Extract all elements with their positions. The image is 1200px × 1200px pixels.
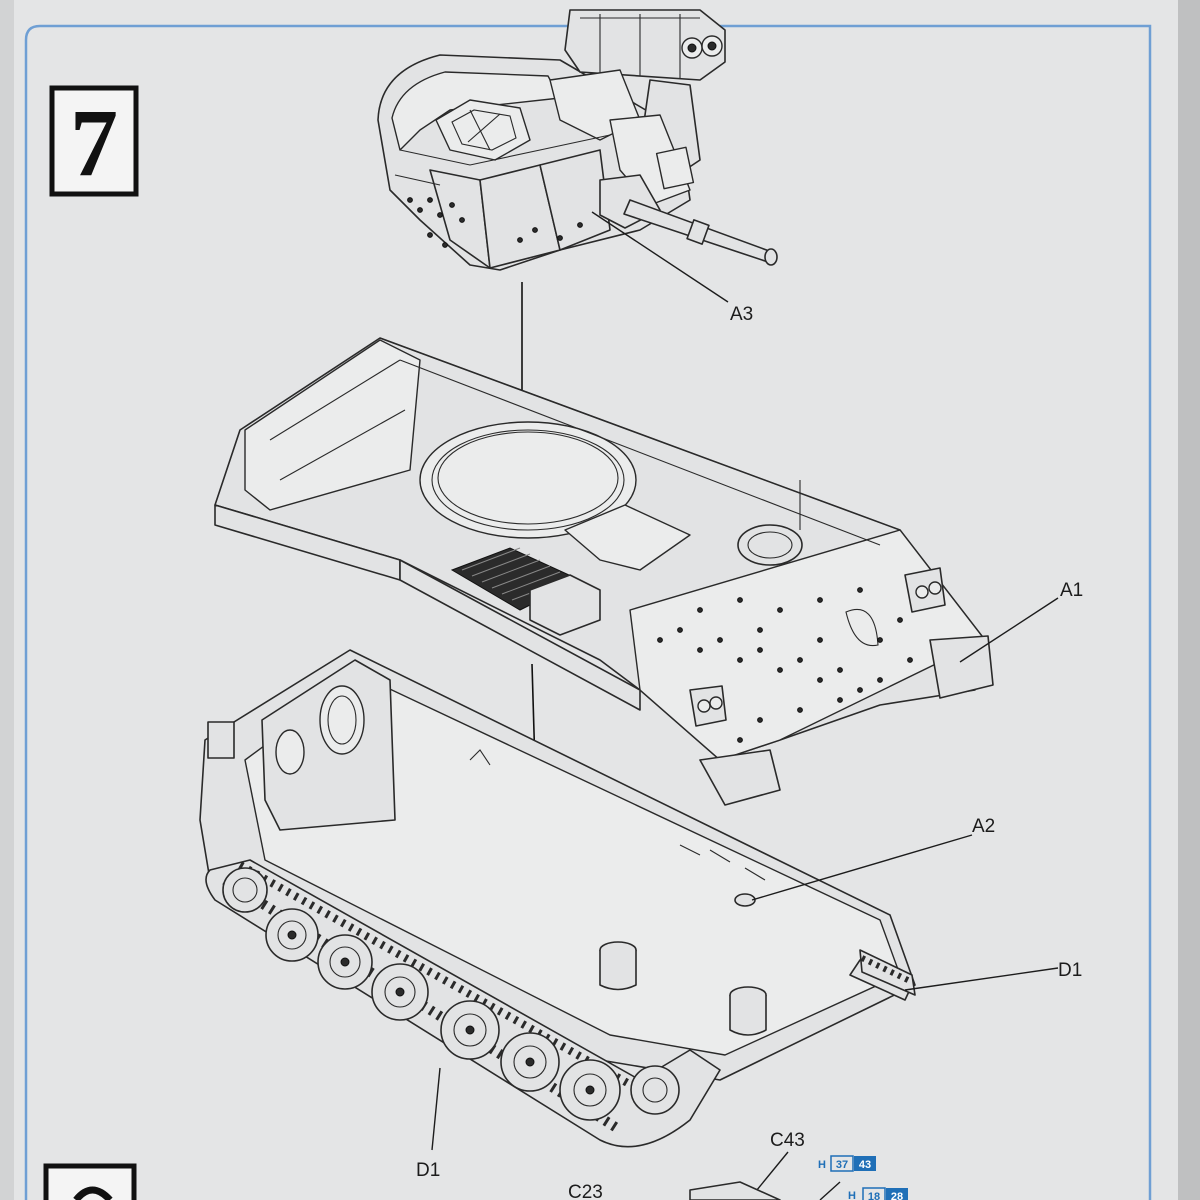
leader-line-c43 (751, 1151, 789, 1197)
front-plate-bolts (657, 587, 913, 743)
leader-line-d1-right (904, 967, 1059, 991)
leader-line-d1-bottom (431, 1067, 441, 1151)
badge-h37-filled: 43 (859, 1159, 871, 1171)
label-c23: C23 (568, 1182, 603, 1200)
part-badge-h18-28: H 18 28 (848, 1187, 908, 1200)
next-step-number-box (43, 1163, 137, 1200)
turret-rivets (407, 197, 583, 248)
upper-hull-assembly (214, 337, 994, 806)
label-a3: A3 (730, 304, 753, 325)
label-d1-bottom: D1 (416, 1160, 440, 1181)
part-badge-h37-43: H 37 43 (818, 1155, 876, 1172)
label-c43: C43 (770, 1130, 805, 1151)
leader-line-h18 (819, 1181, 841, 1200)
track-assembly (205, 859, 916, 1148)
turret-assembly (377, 9, 778, 271)
leader-line-a1 (959, 597, 1059, 663)
next-step-parts: C43 C23 H 37 43 H 18 28 (568, 1130, 908, 1200)
label-d1-right: D1 (1058, 960, 1082, 981)
badge-h18-filled: 28 (891, 1191, 903, 1200)
step-frame (24, 24, 1152, 1200)
badge-h18-prefix: H (848, 1190, 856, 1200)
lower-hull-assembly (199, 649, 916, 1081)
leader-line-a3 (591, 211, 729, 303)
label-a1: A1 (1060, 580, 1083, 601)
badge-h18-outline: 18 (868, 1191, 880, 1200)
leader-line-a2 (751, 834, 973, 901)
step-number-box: 7 (49, 85, 139, 197)
next-step-digit-fragment (73, 1186, 113, 1200)
road-wheels (222, 867, 680, 1121)
page-edge-shadow (1178, 0, 1200, 1200)
step-number: 7 (70, 89, 118, 196)
label-a2: A2 (972, 816, 995, 837)
badge-h37-prefix: H (818, 1159, 826, 1171)
badge-h37-outline: 37 (836, 1159, 848, 1171)
